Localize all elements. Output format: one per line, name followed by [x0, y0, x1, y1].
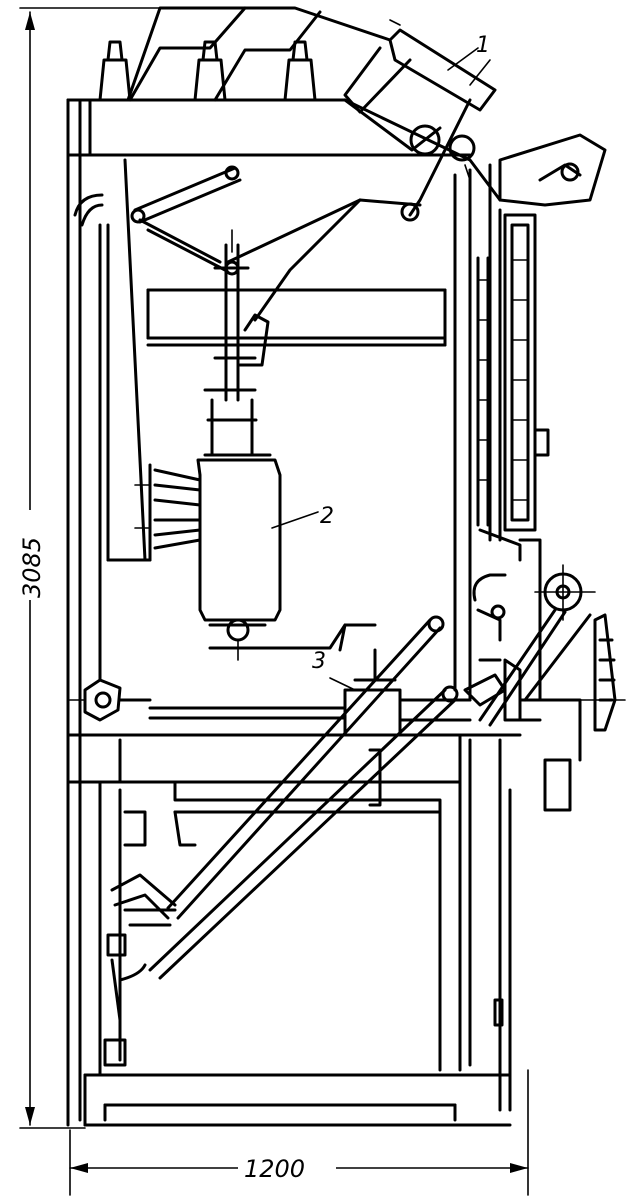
- right-side-box: [488, 133, 607, 212]
- label-part-2: 2: [320, 504, 334, 529]
- upper-linkage: [130, 165, 422, 322]
- right-mechanism: [472, 538, 626, 812]
- label-part-1: 1: [476, 33, 490, 58]
- busbar-assembly: [343, 19, 497, 222]
- right-racks: [476, 213, 550, 562]
- left-fittings: [69, 678, 382, 807]
- dimension-height-label: 3085: [18, 537, 46, 598]
- breaker-assembly: [134, 229, 319, 661]
- crossbar: [146, 288, 447, 347]
- carriage-assembly: [148, 615, 507, 980]
- dimension-width-label: 1200: [244, 1155, 305, 1183]
- label-part-3: 3: [312, 649, 326, 674]
- left-pipe: [73, 158, 152, 682]
- lower-internals: [103, 780, 504, 1072]
- cabinet-frame: [66, 98, 522, 1127]
- roof-and-bushings: [66, 6, 392, 102]
- dimension-lines: [19, 7, 529, 1196]
